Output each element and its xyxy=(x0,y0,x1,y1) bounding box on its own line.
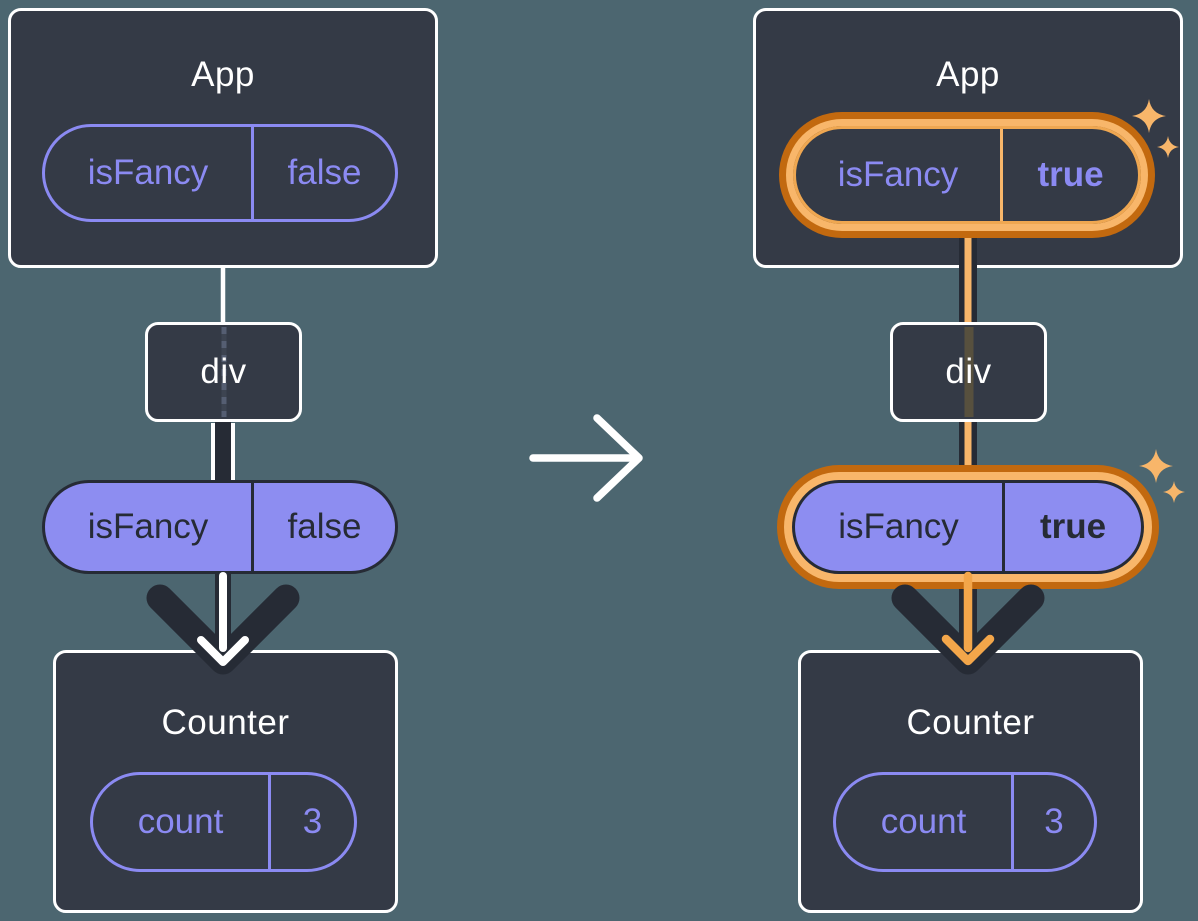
state-value: true xyxy=(1000,129,1138,221)
prop-pill-after: isFancy true xyxy=(792,480,1144,574)
prop-value: true xyxy=(1002,483,1141,571)
pass-arrow-before xyxy=(197,572,249,666)
prop-value: false xyxy=(251,483,395,571)
prop-name: isFancy xyxy=(838,507,959,546)
state-name: count xyxy=(880,802,967,841)
state-value: 3 xyxy=(1011,775,1094,869)
ghost-edge xyxy=(221,327,226,417)
state-pill-app-before: isFancy false xyxy=(42,124,398,222)
state-name: count xyxy=(137,802,224,841)
prop-pill-before: isFancy false xyxy=(42,480,398,574)
sparkles-icon xyxy=(1139,449,1185,503)
counter-title: Counter xyxy=(906,703,1035,742)
state-value: false xyxy=(251,127,395,219)
state-name: isFancy xyxy=(837,155,959,194)
div-label: div xyxy=(200,352,247,391)
pass-arrow-after xyxy=(941,571,995,666)
state-pill-counter-after: count 3 xyxy=(833,772,1097,872)
app-title: App xyxy=(191,55,255,94)
state-pill-app-after: isFancy true xyxy=(793,126,1141,224)
ghost-edge xyxy=(964,327,973,417)
div-node-before: div xyxy=(145,322,302,422)
state-name: isFancy xyxy=(87,153,209,192)
prop-name: isFancy xyxy=(87,507,209,546)
div-node-after: div xyxy=(890,322,1047,422)
sparkles-icon xyxy=(1132,99,1179,158)
counter-title: Counter xyxy=(161,703,290,742)
div-label: div xyxy=(945,352,992,391)
arrow-right-icon xyxy=(529,414,643,502)
app-title: App xyxy=(936,55,1000,94)
state-value: 3 xyxy=(268,775,354,869)
state-pill-counter-before: count 3 xyxy=(90,772,357,872)
